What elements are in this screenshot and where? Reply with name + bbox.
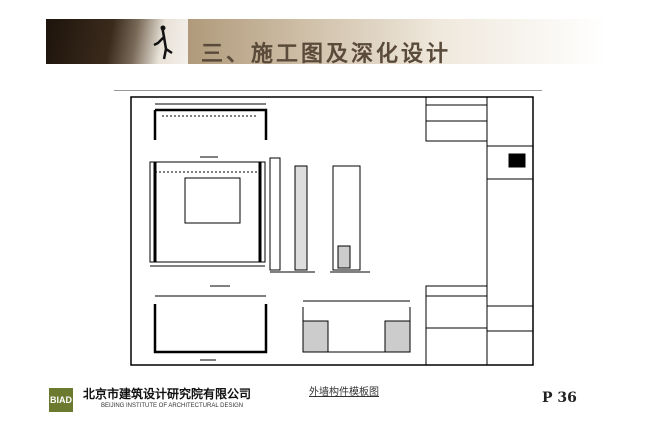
drawing-caption: 外墙构件模板图 <box>309 387 379 398</box>
construction-drawing <box>130 96 534 366</box>
biad-logo: BIAD <box>49 388 73 412</box>
divider <box>114 90 542 91</box>
climber-figure-icon <box>153 25 173 60</box>
company-name-en: BEIJING INSTITUTE OF ARCHITECTURAL DESIG… <box>101 403 244 409</box>
company-name-cn: 北京市建筑设计研究院有限公司 <box>83 387 252 401</box>
page-title: 三、施工图及深化设计 <box>201 41 452 67</box>
page-number: P 36 <box>542 390 577 406</box>
